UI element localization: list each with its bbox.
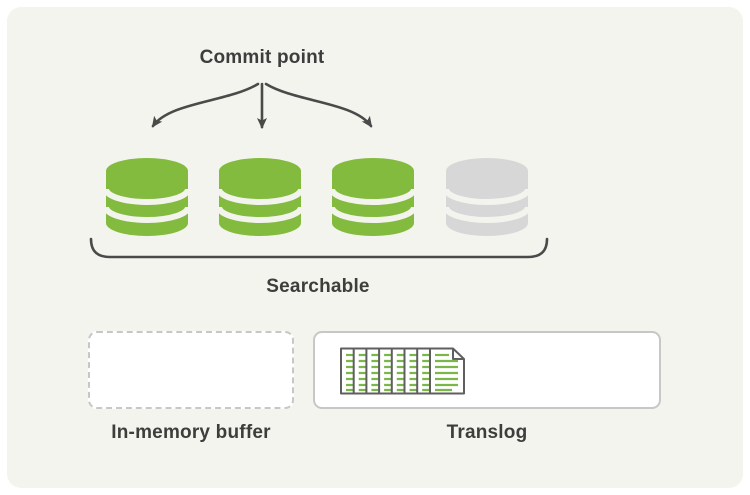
searchable-label: Searchable — [266, 276, 370, 297]
translog-box — [313, 331, 661, 409]
in-memory-buffer-label: In-memory buffer — [111, 422, 271, 443]
commit-point-label: Commit point — [199, 47, 325, 68]
in-memory-buffer-box — [88, 331, 294, 409]
diagram-panel — [7, 7, 743, 488]
translog-label: Translog — [446, 422, 528, 443]
